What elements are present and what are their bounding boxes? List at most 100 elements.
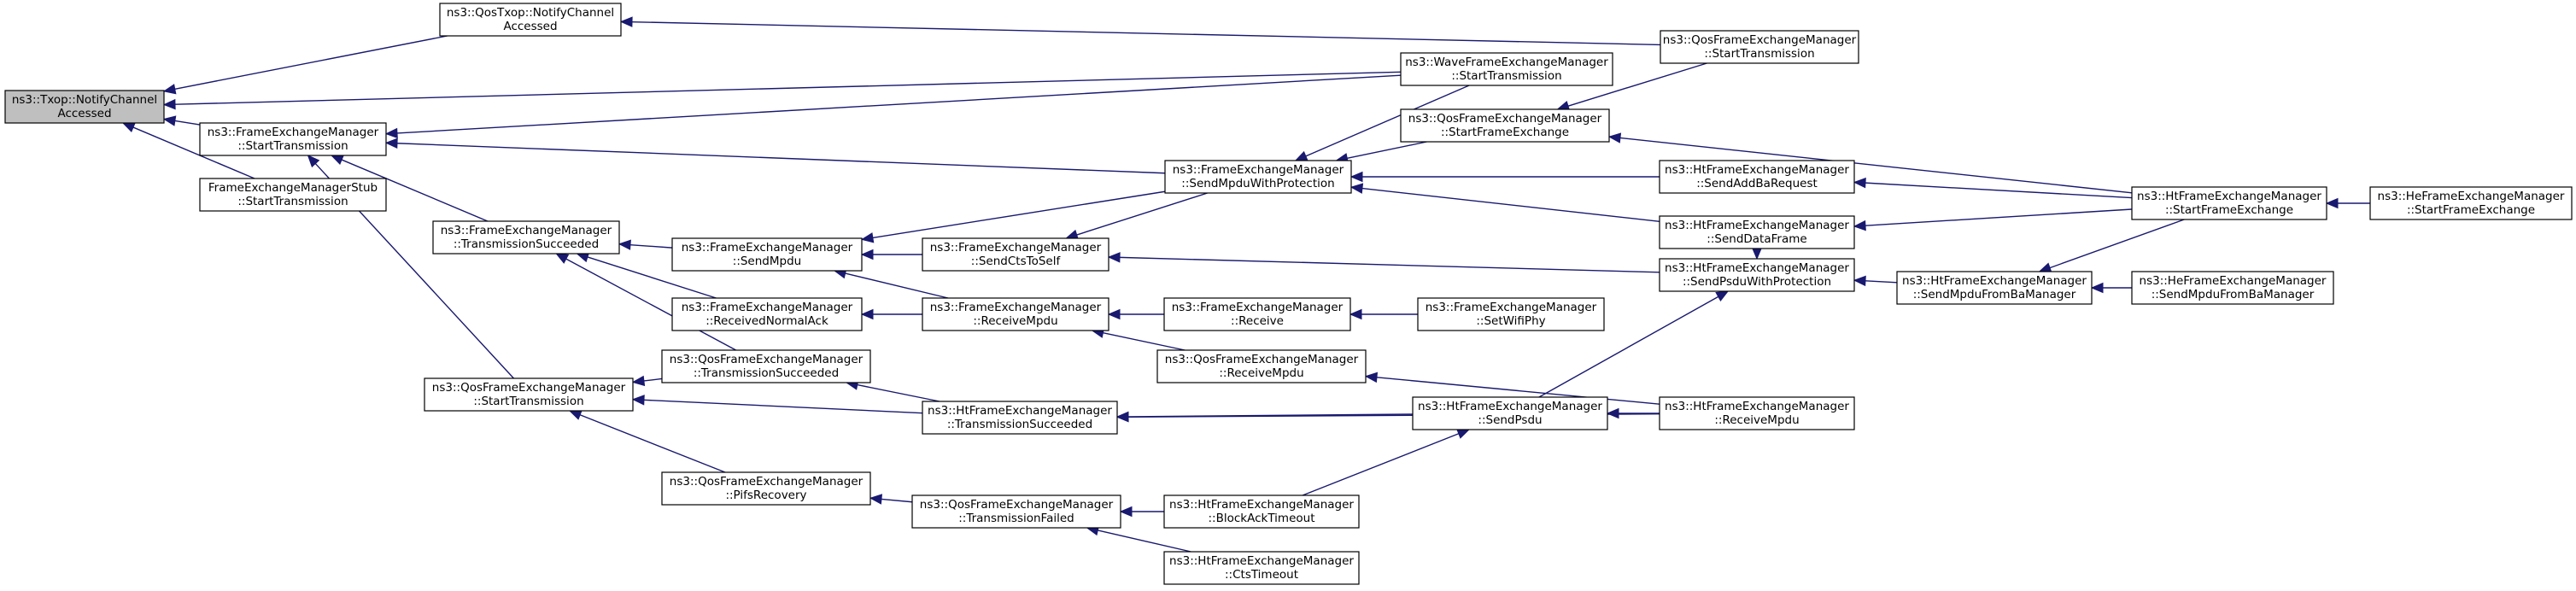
node-label: ns3::FrameExchangeManager [441,224,612,237]
edge-line [857,383,940,402]
edge-line [174,71,1402,105]
arrowhead-icon [2325,197,2339,209]
edge-qfem-sfe-to-fem-smwp [1335,141,1427,164]
node-label: ::ReceiveMpdu [1714,413,1799,427]
arrowhead-icon [1607,132,1622,143]
node-fem-recv[interactable]: ns3::FrameExchangeManager::Receive [1163,297,1351,331]
edge-line [1376,377,1660,405]
edge-line [1538,296,1719,398]
node-fem-smwp[interactable]: ns3::FrameExchangeManager::SendMpduWithP… [1164,160,1352,194]
node-box [661,471,871,506]
edge-htfem-sdf-to-fem-smwp [1349,183,1660,223]
node-label: ns3::FrameExchangeManager [682,301,853,314]
edge-htfem-sdf-to-htfem-spwp [1751,247,1763,260]
node-htfem-sfe[interactable]: ns3::HtFrameExchangeManager::StartFrameE… [2131,186,2327,220]
arrowhead-icon [555,253,570,264]
arrowhead-icon [384,138,398,149]
edge-htfem-bat-to-qfem-tf [1119,506,1164,518]
node-htfem-spwp[interactable]: ns3::HtFrameExchangeManager::SendPsduWit… [1659,258,1855,292]
arrowhead-icon [1751,247,1763,260]
node-qfem-st2[interactable]: ns3::QosFrameExchangeManager::StartTrans… [1660,30,1859,64]
edge-line [341,159,489,222]
edge-line [1098,530,1191,553]
edge-line [174,35,448,91]
node-box [1400,108,1610,143]
node-label: ns3::FrameExchangeManager [1172,301,1344,314]
node-label: ::SendMpduFromBaManager [2152,288,2315,301]
edge-line [1103,332,1186,351]
edge-line [1619,137,2133,194]
arrowhead-icon [1715,290,1730,302]
node-box [199,178,387,212]
node-label: ns3::QosFrameExchangeManager [920,498,1114,512]
node-box [424,377,634,412]
node-box [1417,297,1605,331]
node-hefem-smfb[interactable]: ns3::HeFrameExchangeManager::SendMpduFro… [2131,271,2334,305]
node-htfem-cts[interactable]: ns3::HtFrameExchangeManager::CtsTimeout [1163,551,1360,585]
node-htfem-sabr[interactable]: ns3::HtFrameExchangeManager::SendAddBaRe… [1659,160,1855,194]
node-label: ::SendMpduWithProtection [1181,177,1334,190]
node-fem-scts[interactable]: ns3::FrameExchangeManager::SendCtsToSelf [922,237,1109,272]
node-box [911,494,1121,529]
node-label: ns3::FrameExchangeManager [930,241,1102,255]
node-qfem-pifs[interactable]: ns3::QosFrameExchangeManager::PifsRecove… [661,471,871,506]
arrowhead-icon [2090,282,2104,294]
node-label: ns3::HtFrameExchangeManager [1665,400,1849,413]
edge-wave-st-to-fem-st [384,74,1402,139]
edge-qfem-pifs-to-qfem-st [568,410,726,473]
node-fem-swp[interactable]: ns3::FrameExchangeManager::SetWifiPhy [1417,297,1605,331]
edge-line [881,498,913,503]
node-box [2131,271,2334,305]
arrowhead-icon [619,16,633,27]
arrowhead-icon [1853,275,1866,287]
edge-line [1567,62,1707,107]
node-label: ::TransmissionFailed [958,512,1074,525]
edge-wave-st-to-root [162,71,1402,110]
edge-fem-swp-to-fem-recv [1349,308,1418,320]
node-fem-rna[interactable]: ns3::FrameExchangeManager::ReceivedNorma… [671,297,863,331]
node-qfem-rm[interactable]: ns3::QosFrameExchangeManager::ReceiveMpd… [1156,349,1367,383]
node-box [4,90,165,124]
node-label: ns3::HtFrameExchangeManager [1902,274,2087,288]
node-htfem-rm[interactable]: ns3::HtFrameExchangeManager::ReceiveMpdu [1659,396,1855,430]
arrowhead-icon [1349,308,1362,320]
node-qfem-sfe[interactable]: ns3::QosFrameExchangeManager::StartFrame… [1400,108,1610,143]
edge-htfem-sfe-to-htfem-sdf [1853,208,2133,231]
edge-fem-scts-to-fem-sm [860,249,922,260]
arrowhead-icon [1119,506,1133,518]
node-label: ::SendCtsToSelf [971,255,1062,268]
node-fem-ts[interactable]: ns3::FrameExchangeManager::TransmissionS… [432,220,620,255]
node-label: ::StartTransmission [237,195,348,208]
node-label: ::StartFrameExchange [1441,126,1569,139]
node-htfem-bat[interactable]: ns3::HtFrameExchangeManager::BlockAckTim… [1163,494,1360,529]
edge-qfem-st2-to-qostxop [619,16,1661,46]
node-qfem-ts[interactable]: ns3::QosFrameExchangeManager::Transmissi… [661,349,871,383]
node-qfem-st[interactable]: ns3::QosFrameExchangeManager::StartTrans… [424,377,634,412]
edge-htfem-sfe-to-htfem-sabr [1853,177,2133,199]
node-htfem-smfb[interactable]: ns3::HtFrameExchangeManager::SendMpduFro… [1896,271,2093,305]
arrowhead-icon [631,395,645,406]
node-htfem-sdf[interactable]: ns3::HtFrameExchangeManager::SendDataFra… [1659,215,1855,249]
node-htfem-sp[interactable]: ns3::HtFrameExchangeManager::SendPsdu [1412,396,1608,430]
edge-htfem-ts-to-qfem-st [631,395,923,414]
node-box [671,237,863,272]
arrowhead-icon [121,122,136,133]
edge-line [629,243,673,249]
node-stub-st[interactable]: FrameExchangeManagerStub::StartTransmiss… [199,178,387,212]
node-fem-sm[interactable]: ns3::FrameExchangeManager::SendMpdu [671,237,863,272]
edge-htfem-spwp-to-fem-scts [1107,252,1660,273]
node-box [432,220,620,255]
node-fem-st[interactable]: ns3::FrameExchangeManager::StartTransmis… [199,122,387,156]
node-box [1164,160,1352,194]
edge-layer [121,16,2370,553]
edge-qfem-rm-to-fem-rm [1091,327,1186,351]
node-fem-rm[interactable]: ns3::FrameExchangeManager::ReceiveMpdu [922,297,1109,331]
node-hefem-sfe[interactable]: ns3::HeFrameExchangeManager::StartFrameE… [2369,186,2573,220]
node-htfem-ts[interactable]: ns3::HtFrameExchangeManager::Transmissio… [922,401,1118,435]
node-wave-st[interactable]: ns3::WaveFrameExchangeManager::StartTran… [1400,52,1613,86]
edge-fem-recv-to-fem-rm [1107,308,1164,320]
node-box [922,237,1109,272]
node-qfem-tf[interactable]: ns3::QosFrameExchangeManager::Transmissi… [911,494,1121,529]
